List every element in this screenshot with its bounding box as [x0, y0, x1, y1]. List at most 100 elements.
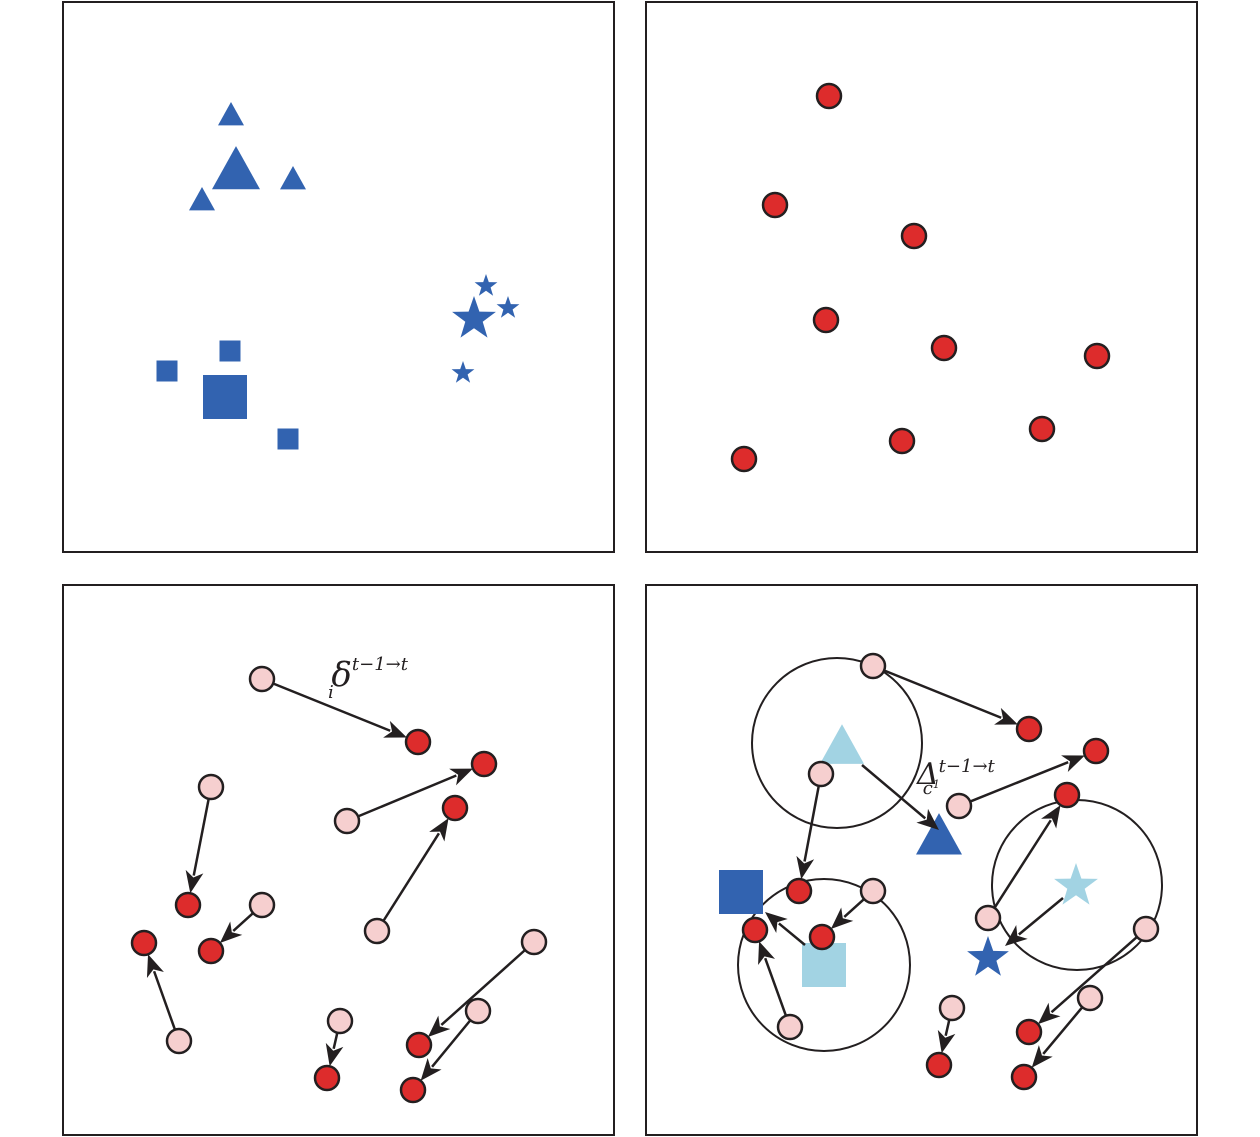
instance-point	[930, 334, 958, 362]
instance-drift-arrow-head	[383, 720, 407, 738]
star-prototype	[452, 296, 496, 338]
previous-instance-point	[1076, 984, 1104, 1012]
panel-prototype-drift	[645, 584, 1198, 1136]
current-instance-point	[405, 1031, 433, 1059]
previous-instance-point	[248, 665, 276, 693]
instance-drift-arrow-line	[382, 832, 440, 922]
prototype-drift-arrow-line	[1018, 897, 1064, 936]
triangle-instance	[218, 101, 244, 126]
instance-drift-arrow-head	[420, 1058, 442, 1081]
current-instance-point	[741, 916, 769, 944]
previous-square-prototype	[802, 943, 846, 987]
instance-point	[900, 222, 928, 250]
prototype-drift-arrow-head	[765, 912, 788, 933]
instance-drift-arrow-line	[152, 970, 177, 1031]
instance-drift-arrow-head	[185, 869, 204, 894]
instance-drift-arrow-line	[357, 774, 457, 818]
current-instance-point	[1015, 715, 1043, 743]
instance-drift-arrow-head	[146, 954, 164, 979]
current-instance-point	[1053, 781, 1081, 809]
square-instance	[156, 360, 178, 382]
instance-drift-arrow-head	[1038, 1002, 1061, 1025]
previous-instance-point	[197, 773, 225, 801]
instance-point	[888, 427, 916, 455]
current-instance-point	[130, 929, 158, 957]
previous-instance-point	[938, 994, 966, 1022]
instance-drift-arrow-line	[272, 682, 391, 732]
instance-drift-arrow-head	[449, 768, 473, 786]
instance-drift-arrow-line	[192, 798, 210, 876]
instance-point	[815, 82, 843, 110]
panel-prototypes	[62, 1, 615, 553]
previous-instance-point	[464, 997, 492, 1025]
star-instance	[474, 274, 498, 296]
instance-drift-arrow-head	[937, 1029, 956, 1054]
current-instance-point	[785, 877, 813, 905]
instance-drift-arrow-line	[1042, 1006, 1084, 1055]
instance-drift-arrow-line	[993, 819, 1052, 909]
instance-drift-arrow-line	[944, 1019, 951, 1037]
prototype-drift-arrow-line	[861, 764, 927, 820]
instance-drift-arrow-line	[440, 949, 526, 1026]
current-instance-point	[313, 1064, 341, 1092]
previous-instance-point	[776, 1013, 804, 1041]
instance-drift-arrow-line	[969, 761, 1069, 803]
current-star-prototype	[967, 936, 1009, 976]
star-instance	[451, 361, 475, 383]
prototype-drift-arrow-line	[778, 922, 806, 946]
previous-instance-point	[945, 792, 973, 820]
instance-drift-arrow-head	[758, 941, 776, 966]
current-instance-point	[399, 1076, 427, 1104]
current-instance-point	[174, 891, 202, 919]
square-prototype	[203, 375, 247, 419]
previous-instance-point	[859, 877, 887, 905]
previous-instance-point	[248, 891, 276, 919]
previous-instance-point	[363, 917, 391, 945]
instance-drift-arrow-head	[1031, 1045, 1053, 1068]
instance-drift-arrow-line	[843, 898, 865, 918]
instance-point	[730, 445, 758, 473]
instance-point	[812, 306, 840, 334]
instance-drift-arrow-line	[764, 957, 788, 1017]
previous-instance-point	[1132, 915, 1160, 943]
star-instance	[496, 296, 520, 318]
triangle-prototype	[212, 146, 260, 190]
current-instance-point	[470, 750, 498, 778]
instance-drift-arrow-head	[427, 1015, 451, 1037]
cluster-boundary	[751, 657, 923, 829]
instance-drift-arrow-head	[1041, 805, 1061, 829]
instance-drift-arrow-head	[429, 818, 449, 842]
previous-instance-point	[807, 760, 835, 788]
current-triangle-prototype	[916, 813, 962, 855]
instance-drift-arrow-line	[332, 1032, 339, 1050]
previous-instance-point	[974, 904, 1002, 932]
instance-drift-arrow-line	[883, 669, 1002, 719]
instance-point	[761, 191, 789, 219]
previous-instance-point	[326, 1007, 354, 1035]
square-instance	[277, 428, 299, 450]
current-square-prototype	[719, 870, 763, 914]
previous-instance-point	[859, 652, 887, 680]
instance-drift-arrow-line	[1050, 935, 1138, 1014]
current-instance-point	[441, 794, 469, 822]
instance-drift-arrow-head	[219, 921, 243, 943]
previous-star-prototype	[1054, 863, 1098, 905]
current-instance-point	[1010, 1063, 1038, 1091]
current-instance-point	[1082, 737, 1110, 765]
triangle-instance	[189, 186, 215, 211]
previous-triangle-prototype	[820, 724, 864, 764]
current-instance-point	[197, 937, 225, 965]
instance-point	[1028, 415, 1056, 443]
instance-drift-arrow-head	[830, 907, 854, 929]
previous-instance-point	[520, 928, 548, 956]
current-instance-point	[404, 728, 432, 756]
panel-instances	[645, 1, 1198, 553]
instance-point	[1083, 342, 1111, 370]
current-instance-point	[1015, 1018, 1043, 1046]
triangle-instance	[280, 165, 306, 190]
current-instance-point	[808, 923, 836, 951]
instance-drift-arrow-line	[431, 1019, 472, 1068]
